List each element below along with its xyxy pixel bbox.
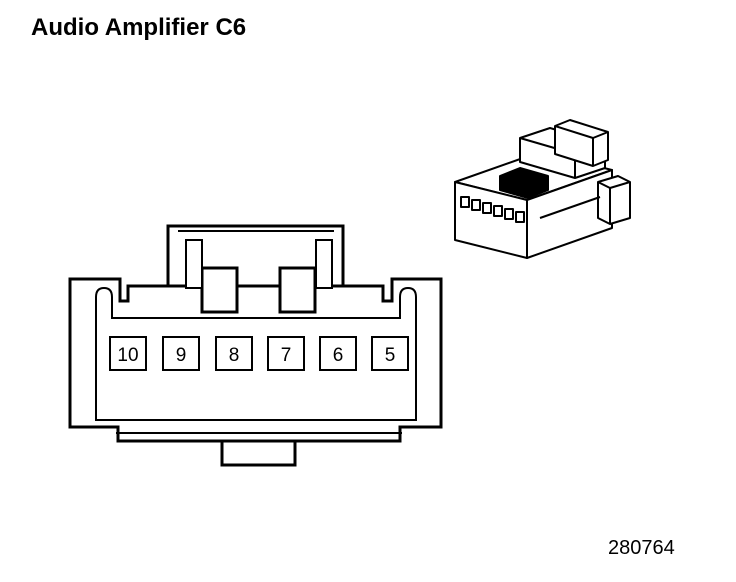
connector-face [68, 224, 443, 467]
cavity-box [267, 336, 305, 371]
cavity-box [371, 336, 409, 371]
connector-shell [68, 277, 443, 443]
cavity-label: 7 [281, 345, 292, 366]
cavity-label: 8 [229, 345, 240, 366]
latch-rib-left [200, 266, 239, 314]
cavity-labels: 10 9 8 7 6 5 [117, 345, 395, 366]
cavity-label: 10 [117, 345, 138, 366]
connector-inner-wall [95, 286, 417, 421]
cavity-row [109, 336, 409, 371]
cavity-box [162, 336, 200, 371]
diagram-title: Audio Amplifier C6 [31, 14, 247, 41]
cavity-box [215, 336, 253, 371]
cavity-label: 5 [385, 345, 396, 366]
cavity-label: 6 [333, 345, 344, 366]
cavity-box [319, 336, 357, 371]
bottom-key [220, 439, 297, 467]
connector-isometric [454, 119, 631, 259]
latch-rib-right [278, 266, 317, 314]
figure-id: 280764 [608, 537, 675, 559]
cavity-label: 9 [176, 345, 187, 366]
cavity-box [109, 336, 147, 371]
